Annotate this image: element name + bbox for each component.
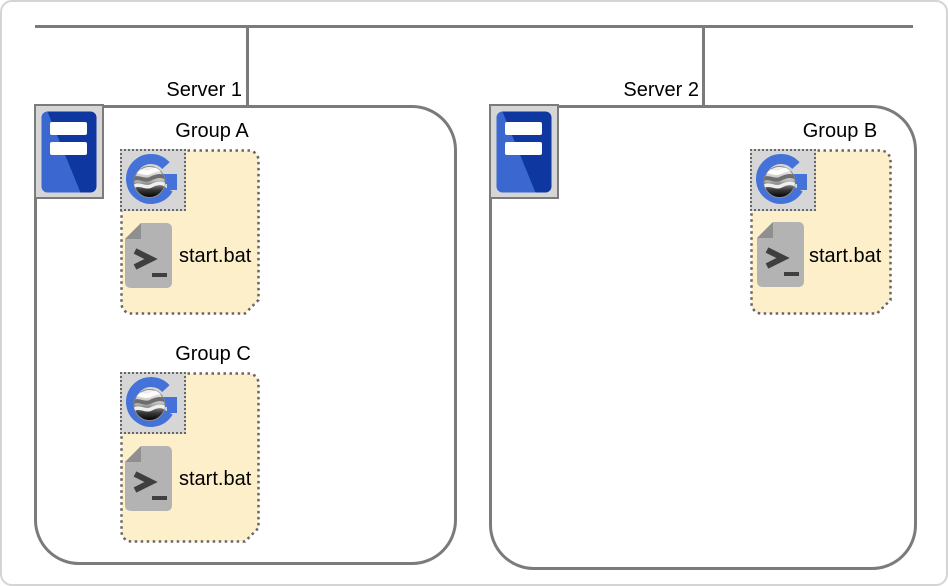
server-tower-icon — [41, 111, 97, 192]
server-1-label: Server 1 — [166, 79, 242, 101]
group-b-box: start.bat — [750, 149, 892, 315]
geoserver-logo-icon — [124, 375, 182, 431]
group-a-label: Group A — [175, 120, 249, 142]
batch-file-label: start.bat — [809, 245, 882, 267]
geoserver-plate — [120, 372, 186, 434]
geoserver-logo-icon — [754, 152, 812, 208]
network-bus-line — [35, 25, 913, 28]
group-c-box: start.bat — [120, 372, 260, 543]
server-1-plaque — [34, 104, 104, 199]
geoserver-plate — [750, 149, 816, 211]
terminal-batch-file-icon — [125, 223, 172, 288]
group-b-label: Group B — [802, 120, 878, 142]
server-2-label: Server 2 — [623, 79, 699, 101]
connector-server-2 — [702, 26, 705, 106]
terminal-batch-file-icon — [125, 446, 172, 511]
geoserver-plate — [120, 149, 186, 211]
batch-file-label: start.bat — [179, 468, 252, 490]
geoserver-logo-icon — [124, 152, 182, 208]
group-a-box: start.bat — [120, 149, 260, 315]
server-tower-icon — [496, 111, 552, 192]
group-c-label: Group C — [175, 343, 251, 365]
server-2-plaque — [489, 104, 559, 199]
connector-server-1 — [246, 26, 249, 106]
terminal-batch-file-icon — [757, 222, 804, 287]
batch-file-label: start.bat — [179, 245, 252, 267]
